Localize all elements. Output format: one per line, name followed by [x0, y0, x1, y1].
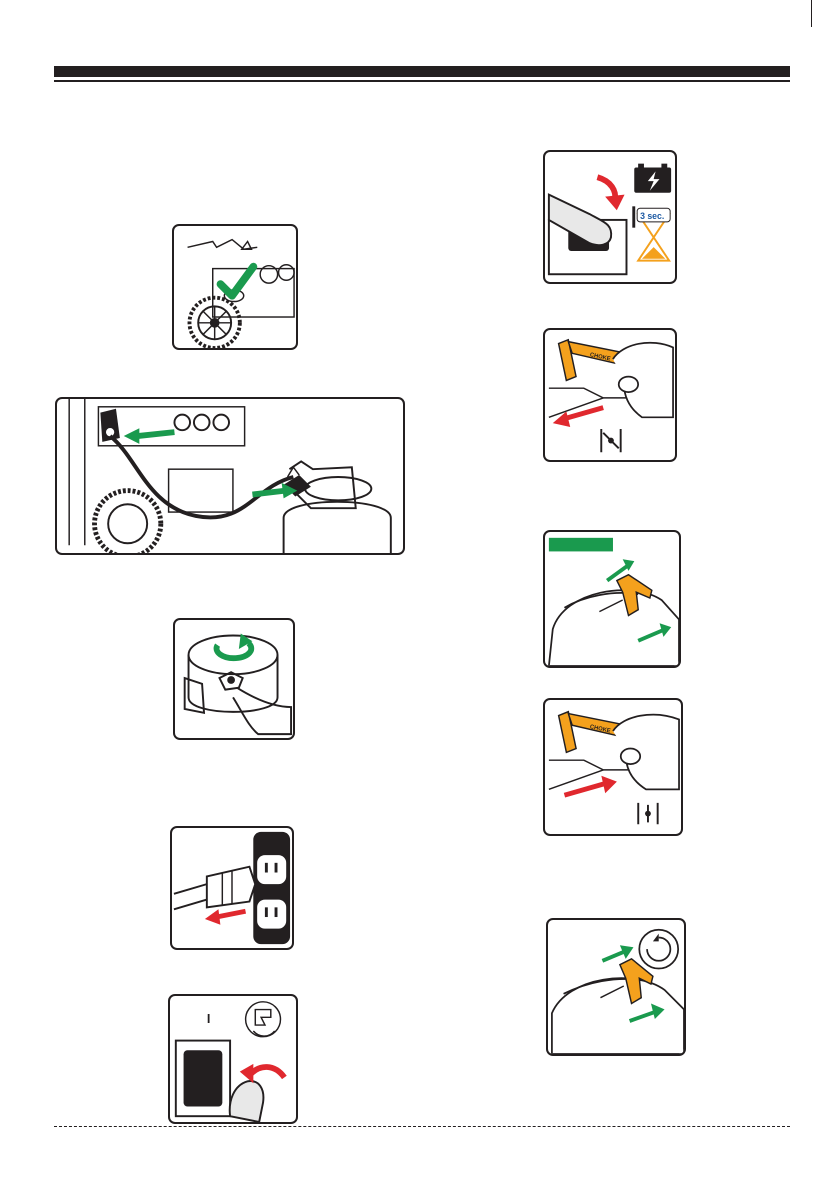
header-bar — [54, 66, 790, 77]
on-mark: I — [207, 1012, 211, 1026]
rotate-open-icon — [216, 643, 251, 658]
header-rule — [54, 80, 790, 82]
figure-open-valve — [173, 618, 295, 740]
figure-switch-on: I — [168, 994, 298, 1124]
arrow-pull-icon — [217, 911, 246, 917]
choke-open-illustration: CHOKE — [545, 700, 681, 834]
unplug-illustration — [172, 828, 292, 948]
timer-label: 3 sec. — [640, 211, 664, 221]
lpg-hose-illustration — [57, 399, 403, 553]
figure-recoil-start — [543, 530, 681, 668]
arrow-close-icon — [562, 408, 603, 420]
battery-start-illustration: 3 sec. — [545, 152, 675, 282]
engine-icon — [246, 1002, 281, 1037]
figure-choke-open: CHOKE — [543, 698, 683, 836]
footer-rule — [54, 1126, 790, 1127]
status-tag — [549, 538, 613, 552]
crop-mark — [811, 0, 812, 27]
choke-closed-illustration: CHOKE — [545, 330, 675, 460]
tank-valve-illustration — [175, 620, 293, 738]
check-icon — [220, 267, 253, 296]
rocker-switch — [184, 1050, 223, 1106]
arrow-open-icon — [564, 784, 605, 796]
arrow-to-tank-icon — [252, 491, 285, 495]
pull-handle — [617, 575, 652, 616]
recoil-start-illustration — [545, 532, 679, 666]
arrow-press-icon — [249, 1067, 284, 1077]
figure-battery-start: 3 sec. — [543, 150, 677, 284]
arrow-out-icon — [630, 1011, 657, 1021]
figure-lpg-connection — [55, 397, 405, 555]
restart-illustration — [548, 920, 684, 1054]
figure-choke-closed: CHOKE — [543, 328, 677, 462]
arrow-up-icon — [602, 951, 625, 961]
figure-level-surface — [172, 224, 298, 350]
figure-unplug-loads — [170, 826, 294, 950]
switch-on-illustration: I — [170, 996, 296, 1122]
figure-restart — [546, 918, 686, 1056]
arrow-to-inlet-icon — [137, 432, 174, 436]
generator-wheel-illustration — [174, 226, 296, 348]
arrow-out-icon — [638, 629, 665, 641]
